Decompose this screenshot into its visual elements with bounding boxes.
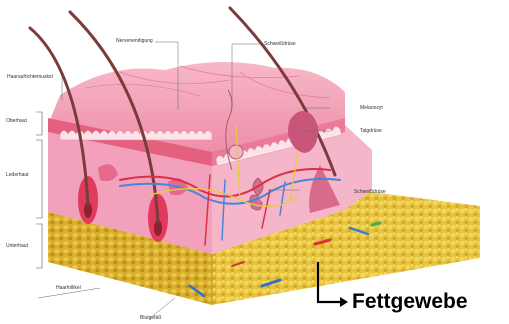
- label-blutgefaess: Blutgefäß: [140, 315, 161, 321]
- label-haaraufrichtemuskel: Haaraufrichtemuskel: [7, 74, 53, 80]
- label-fettgewebe: Fettgewebe: [352, 290, 468, 314]
- fettgewebe-arrowhead: [340, 297, 348, 307]
- label-haarfollikel: Haarfollikel: [56, 285, 81, 291]
- label-oberhaut: Oberhaut: [6, 118, 27, 124]
- label-schweissdruese-top: Schweißdrüse: [264, 41, 296, 47]
- label-lederhaut: Lederhaut: [6, 172, 29, 178]
- label-schweissdruese-mid: Schweißdrüse: [354, 189, 386, 195]
- label-melanozyt: Melanozyt: [360, 105, 383, 111]
- label-nervenendigung: Nervenendigung: [116, 38, 153, 44]
- label-talgdruese: Talgdrüse: [360, 128, 382, 134]
- label-unterhaut: Unterhaut: [6, 243, 28, 249]
- layer-brackets: [36, 112, 42, 268]
